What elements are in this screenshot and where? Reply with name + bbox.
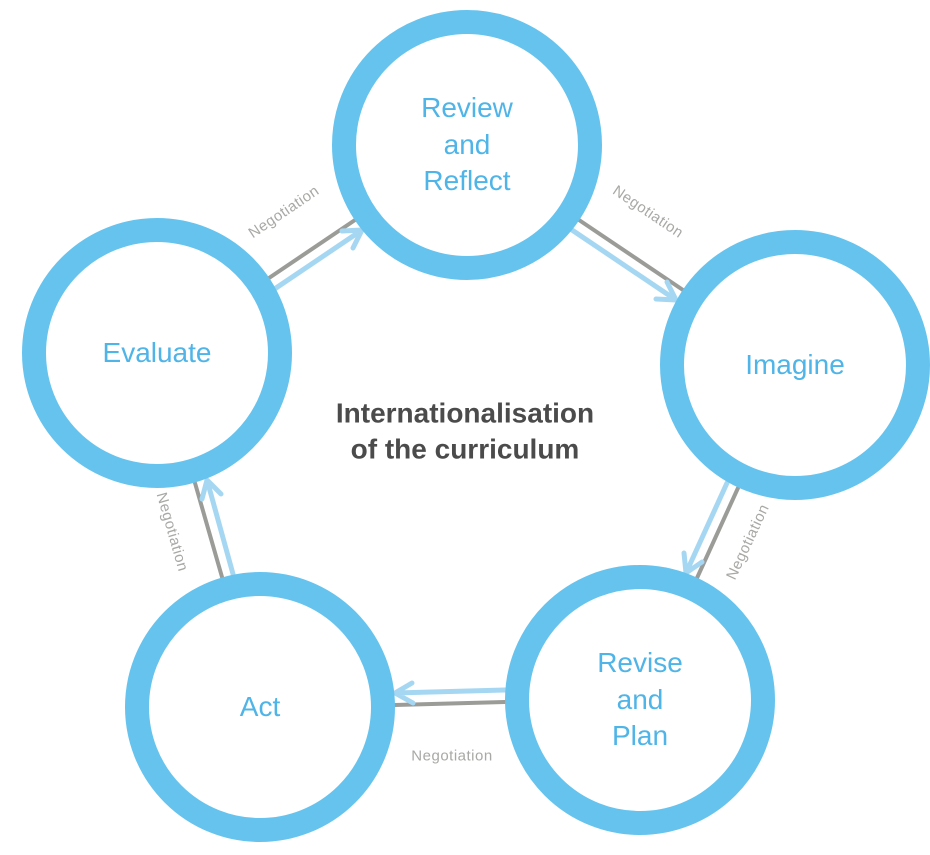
connector-act-evaluate <box>193 481 224 579</box>
node-review-and-reflect-label: Review and Reflect <box>421 92 513 197</box>
node-imagine: Imagine <box>660 230 930 500</box>
node-evaluate: Evaluate <box>22 218 292 488</box>
node-act-label: Act <box>239 690 281 722</box>
connector-review-imagine <box>577 218 685 292</box>
diagram-title: Internationalisation of the curriculum <box>335 397 595 465</box>
arrow-revise-to-act-icon <box>392 680 508 706</box>
arrow-act-to-evaluate-icon <box>199 477 236 577</box>
arrow-review-to-imagine-icon <box>569 227 679 303</box>
arrow-evaluate-to-review-icon <box>273 227 365 291</box>
node-evaluate-label: Evaluate <box>102 336 212 368</box>
node-revise-and-plan-label: Revise and Plan <box>597 647 683 752</box>
node-act: Act <box>125 572 395 842</box>
node-imagine-label: Imagine <box>745 348 845 380</box>
node-revise-and-plan: Revise and Plan <box>505 565 775 835</box>
edge-label-revise-act: Negotiation <box>411 747 493 765</box>
node-review-and-reflect: Review and Reflect <box>332 10 602 280</box>
